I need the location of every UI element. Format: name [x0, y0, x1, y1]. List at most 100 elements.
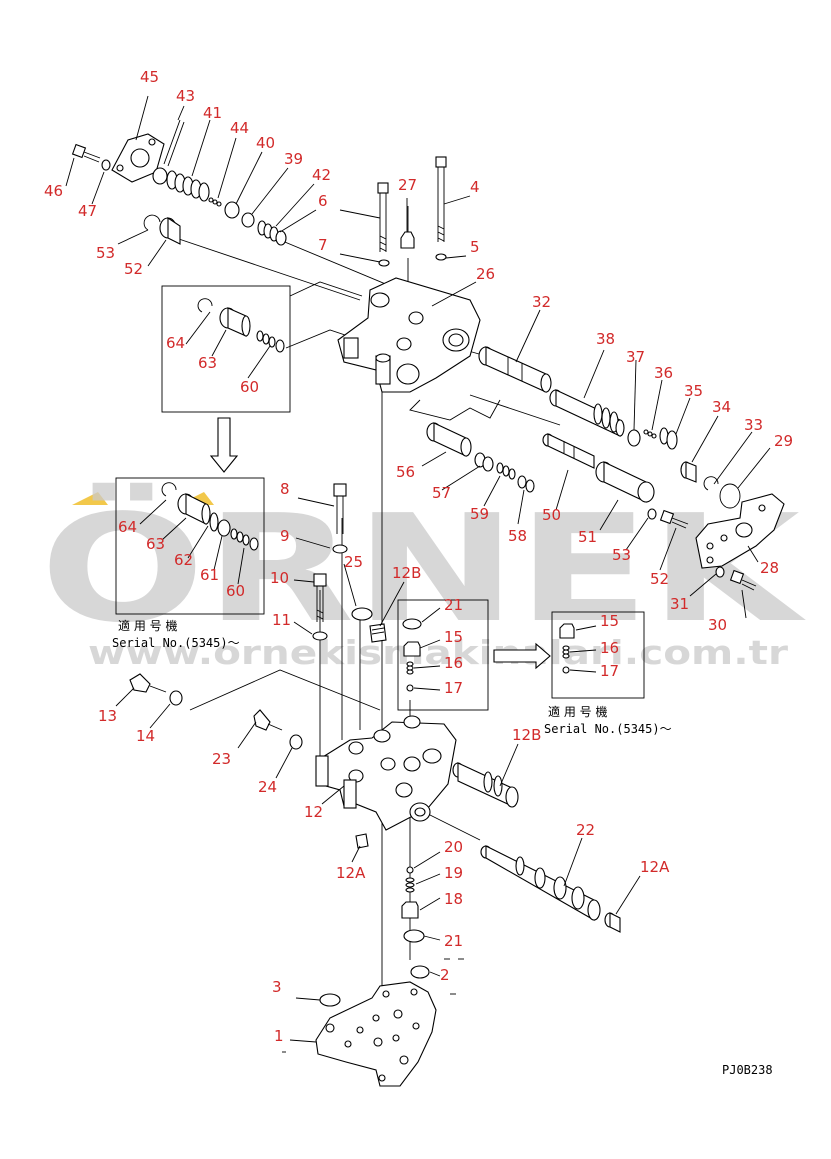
ring-62-icon: [209, 512, 219, 532]
part-label: 5: [470, 238, 480, 256]
bolt-52-icon: [659, 509, 689, 529]
plug-58-icon: [517, 475, 535, 493]
washer-49-icon: [101, 159, 111, 171]
part-label: 44: [230, 119, 249, 137]
watermark-brand: ÖRNEK: [40, 482, 807, 655]
part-label: 12B: [392, 564, 421, 582]
upper-bolts: [377, 156, 447, 267]
connector-25-icon: [253, 709, 283, 731]
part-label: 32: [532, 293, 551, 311]
plug-54-icon: [159, 216, 181, 245]
part-label: 3: [272, 978, 282, 996]
spool-50-icon: [542, 433, 595, 469]
right-spool-assembly: [478, 346, 741, 509]
part-label: 8: [280, 480, 290, 498]
part-label: 29: [774, 432, 793, 450]
part-label: 28: [760, 559, 779, 577]
part-label: 59: [470, 505, 489, 523]
part-label: 15: [444, 628, 463, 646]
spool-24-icon: [480, 845, 601, 921]
bolt-48-icon: [71, 143, 101, 163]
drawing-code: PJ0B238: [722, 1063, 773, 1077]
part-label: 52: [124, 260, 143, 278]
spring-38-icon: [643, 429, 657, 439]
part-label: 62: [174, 551, 193, 569]
ring-icon: [152, 167, 168, 185]
plug-13-icon: [604, 912, 621, 933]
part-label: 61: [200, 566, 219, 584]
disc-23-box-icon: [402, 618, 422, 630]
washer-5-icon: [435, 253, 447, 261]
spring-18-serial-icon: [562, 645, 570, 659]
bolt-4-icon: [435, 156, 447, 242]
valve-body-12-icon: [315, 715, 457, 831]
part-label: 10: [270, 569, 289, 587]
washer-9-icon: [332, 544, 348, 554]
retainer-37-icon: [659, 427, 678, 450]
part-label: 25: [344, 553, 363, 571]
part-label: 4: [470, 178, 480, 196]
part-label: 60: [226, 582, 245, 600]
down-arrow-icon: [209, 417, 239, 473]
part-label: 11: [272, 611, 291, 629]
part-label: 2: [440, 966, 450, 984]
pin-45-icon: [163, 119, 185, 167]
ring-42-icon: [224, 201, 240, 219]
part-label: 40: [256, 134, 275, 152]
part-label: 26: [476, 265, 495, 283]
plug-63-upper-icon: [219, 307, 251, 337]
plug-17-box-icon: [403, 641, 421, 657]
watermark-accent-left: [72, 492, 108, 505]
ring-39-icon: [627, 429, 641, 447]
middle-spool-assembly: [426, 422, 689, 529]
disc-3-icon: [319, 993, 341, 1007]
spring-21-icon: [405, 877, 415, 893]
callout-box-valve: [397, 599, 489, 711]
snap-ring-35-icon: [703, 476, 719, 491]
disc-23-icon: [403, 929, 425, 943]
part-label: 15: [600, 612, 619, 630]
part-label: 39: [284, 150, 303, 168]
leader-lines: [65, 95, 771, 1043]
part-label: 20: [444, 838, 463, 856]
part-label: 13: [98, 707, 117, 725]
plug-63-lower-icon: [177, 493, 211, 525]
callout-box-lower: [115, 477, 265, 615]
snap-ring-64-lower-icon: [161, 482, 177, 497]
serial-number-label: Serial No.(5345)～: [112, 636, 240, 650]
connector-15-icon: [129, 673, 167, 693]
spring-18-box-icon: [406, 661, 414, 675]
bolt-8-icon: [333, 483, 347, 534]
part-label: 53: [96, 244, 115, 262]
part-label: 50: [542, 506, 561, 524]
part-label: 21: [444, 932, 463, 950]
part-label: 31: [670, 595, 689, 613]
washer-33-icon: [715, 566, 725, 578]
part-label: 22: [576, 821, 595, 839]
plug-20-icon: [401, 901, 419, 919]
part-label: 30: [708, 616, 727, 634]
sleeve-51-icon: [595, 461, 655, 503]
valve-29-icon: [400, 206, 415, 249]
watermark: ÖRNEK www.ornekismakinalari.com.tr: [40, 482, 807, 672]
part-label: 38: [596, 330, 615, 348]
serial-notes: 適 用 号 機 Serial No.(5345)～ 適 用 号 機 Serial…: [112, 618, 672, 736]
serial-number-label: Serial No.(5345)～: [544, 722, 672, 736]
applicable-models-label: 適 用 号 機: [548, 704, 607, 719]
bolt-32-icon: [729, 569, 757, 591]
middle-bolts: [312, 483, 387, 643]
spring-59-icon: [496, 462, 516, 480]
spool-40-icon: [549, 389, 625, 437]
part-label: 27: [398, 176, 417, 194]
part-label: 51: [578, 528, 597, 546]
part-label: 1: [274, 1027, 284, 1045]
part-label: 21: [444, 596, 463, 614]
plug-12a-icon: [355, 833, 369, 849]
part-label: 18: [444, 890, 463, 908]
part-label: 12B: [512, 726, 541, 744]
ball-19-serial-icon: [562, 666, 570, 674]
part-label: 6: [318, 192, 328, 210]
part-label: 43: [176, 87, 195, 105]
